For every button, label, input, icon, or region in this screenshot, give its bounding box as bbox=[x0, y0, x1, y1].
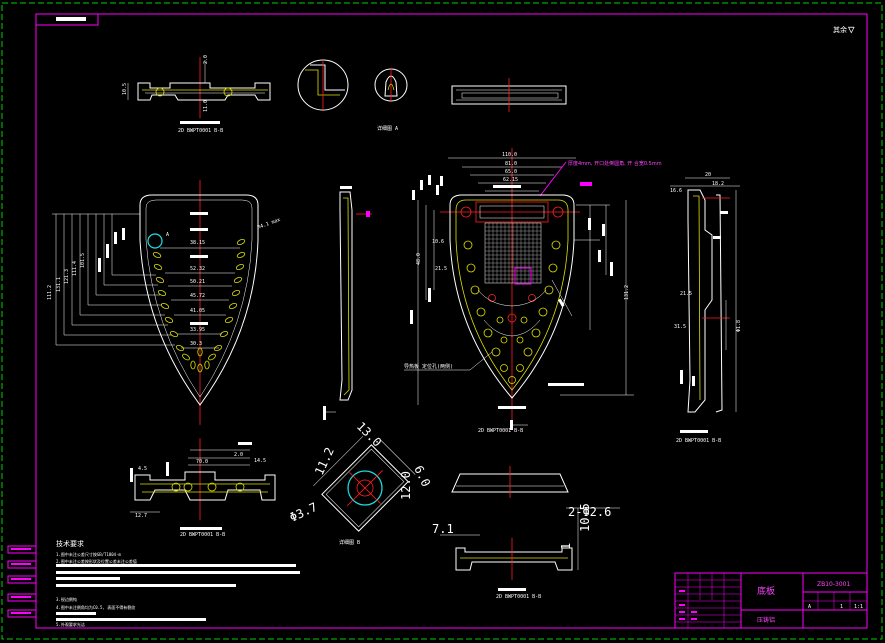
svg-text:3.锐边倒钝: 3.锐边倒钝 bbox=[56, 596, 77, 602]
svg-text:12.0: 12.0 bbox=[399, 471, 413, 500]
detail-circle-1 bbox=[297, 59, 349, 111]
bottom-center-section: 2-Φ2.6 7.1 10.5 1 2D BWPT0001 B-B bbox=[432, 503, 620, 600]
detail-tilted-label: 详细图 B bbox=[339, 539, 360, 546]
bottom-left-section-view: 2.0 70.0 14.5 4.5 12.7 2D BWPT0001 B-B bbox=[130, 438, 276, 538]
svg-text:导热板 定位孔(两侧): 导热板 定位孔(两侧) bbox=[404, 363, 453, 370]
svg-text:50.21: 50.21 bbox=[190, 279, 205, 285]
svg-text:5.外观要求光洁: 5.外观要求光洁 bbox=[56, 621, 85, 627]
svg-text:48.0: 48.0 bbox=[416, 253, 422, 265]
svg-text:11.2: 11.2 bbox=[312, 445, 337, 477]
svg-text:Φ3.7: Φ3.7 bbox=[287, 500, 319, 525]
part-name: 底板 bbox=[757, 585, 775, 597]
title-block: 底板 ZB10-3001 压铸铝 A 1:1 1 bbox=[674, 572, 868, 629]
top-left-section-view: 10.5 2.0 11.0 2D BWPT0001 B-B bbox=[122, 55, 271, 134]
view-a-label: 详细图 A bbox=[377, 125, 398, 132]
svg-text:4.5: 4.5 bbox=[138, 466, 147, 472]
drawing-number: ZB10-3001 bbox=[817, 581, 850, 588]
svg-text:121.3: 121.3 bbox=[64, 269, 70, 284]
svg-text:10.6: 10.6 bbox=[432, 239, 444, 245]
svg-text:1: 1 bbox=[559, 543, 573, 550]
grid-highlight bbox=[514, 267, 532, 285]
svg-text:10.5: 10.5 bbox=[122, 83, 128, 95]
svg-text:110.0: 110.0 bbox=[502, 152, 517, 158]
svg-text:14.5: 14.5 bbox=[254, 458, 266, 464]
svg-text:10.5: 10.5 bbox=[578, 503, 592, 532]
tech-notes-heading: 技术要求 bbox=[56, 539, 84, 548]
steam-holes bbox=[152, 238, 246, 373]
svg-text:52.32: 52.32 bbox=[190, 266, 205, 272]
svg-text:R4.1 max: R4.1 max bbox=[257, 217, 282, 231]
svg-text:16.6: 16.6 bbox=[670, 188, 682, 194]
svg-text:21.5: 21.5 bbox=[435, 266, 447, 272]
side-profile-view-2: 20 16.6 18.2 Φ1.8 21.5 31.5 2D BWPT0001 … bbox=[670, 172, 742, 444]
svg-text:45.72: 45.72 bbox=[190, 293, 205, 299]
svg-text:18.2: 18.2 bbox=[712, 181, 724, 187]
section-center-label: 2D BWPT0001 B-B bbox=[478, 428, 523, 434]
svg-text:13.0: 13.0 bbox=[354, 419, 384, 449]
svg-text:2.0: 2.0 bbox=[234, 452, 243, 458]
section-bottom-left-label: 2D BWPT0001 B-B bbox=[180, 532, 225, 538]
section-top-left-label: 2D BWPT0001 B-B bbox=[178, 128, 223, 134]
svg-text:33.95: 33.95 bbox=[190, 327, 205, 333]
svg-text:111.2: 111.2 bbox=[47, 285, 53, 300]
svg-text:4.图中未注倒角均为C0.5, 表面不得有裂纹: 4.图中未注倒角均为C0.5, 表面不得有裂纹 bbox=[56, 604, 135, 610]
svg-text:厚度4mm, 开口处倒圆角, 开 合宽0.5mm: 厚度4mm, 开口处倒圆角, 开 合宽0.5mm bbox=[568, 160, 662, 167]
svg-text:11.0: 11.0 bbox=[203, 100, 209, 112]
svg-text:1.图中未注公差尺寸按GB/T1804-m: 1.图中未注公差尺寸按GB/T1804-m bbox=[56, 551, 121, 557]
svg-text:Φ1.8: Φ1.8 bbox=[736, 320, 742, 332]
roughness-note: 其余 bbox=[833, 25, 847, 34]
svg-text:1: 1 bbox=[840, 604, 843, 610]
section-bottom-center-label: 2D BWPT0001 B-B bbox=[496, 594, 541, 600]
center-plan-view: 110.0 81.0 65.0 62.15 厚度4mm, 开口处倒圆角, 开 合… bbox=[404, 148, 662, 434]
top-left-tag-box bbox=[35, 13, 99, 26]
material: 压铸铝 bbox=[757, 616, 775, 624]
callout-a-circle bbox=[147, 233, 163, 249]
svg-text:2.0: 2.0 bbox=[203, 55, 209, 64]
svg-text:62.15: 62.15 bbox=[503, 177, 518, 183]
svg-text:2.图中未注公差按形状及位置公差未注公差值: 2.图中未注公差按形状及位置公差未注公差值 bbox=[56, 558, 137, 564]
section-right-label: 2D BWPT0001 B-B bbox=[676, 438, 721, 444]
svg-text:65.0: 65.0 bbox=[505, 169, 517, 175]
svg-text:7.1: 7.1 bbox=[432, 522, 454, 536]
svg-text:A: A bbox=[166, 232, 169, 238]
svg-text:70.0: 70.0 bbox=[196, 459, 208, 465]
left-plan-view: 111.2 131.1 121.3 111.4 101.5 38.15 52.3… bbox=[47, 180, 281, 425]
svg-text:38.15: 38.15 bbox=[190, 240, 205, 246]
bosses bbox=[460, 206, 564, 384]
svg-text:1:1: 1:1 bbox=[854, 604, 863, 610]
svg-text:A: A bbox=[808, 604, 811, 610]
svg-text:131.1: 131.1 bbox=[56, 277, 62, 292]
hatch-grid bbox=[485, 223, 541, 283]
top-plan-view bbox=[451, 78, 567, 112]
side-profile-view-1 bbox=[323, 186, 372, 420]
svg-text:31.5: 31.5 bbox=[674, 324, 686, 330]
svg-text:20: 20 bbox=[705, 172, 711, 178]
tech-notes: 技术要求 1.图中未注公差尺寸按GB/T1804-m 2.图中未注公差按形状及位… bbox=[56, 539, 300, 627]
svg-text:12.7: 12.7 bbox=[135, 513, 147, 519]
drawing-frame bbox=[35, 13, 868, 629]
svg-text:6.0: 6.0 bbox=[411, 463, 433, 489]
svg-text:101.5: 101.5 bbox=[80, 253, 86, 268]
svg-text:41.05: 41.05 bbox=[190, 308, 205, 314]
svg-text:21.5: 21.5 bbox=[680, 291, 692, 297]
side-tabs bbox=[7, 545, 37, 618]
svg-text:111.4: 111.4 bbox=[72, 261, 78, 276]
svg-text:30.3: 30.3 bbox=[190, 341, 202, 347]
detail-circle-2: 详细图 A bbox=[374, 68, 408, 132]
svg-text:81.0: 81.0 bbox=[505, 161, 517, 167]
rotated-detail-view bbox=[313, 436, 416, 532]
svg-text:2-Φ2.6: 2-Φ2.6 bbox=[568, 505, 611, 519]
top-left-tag-bar bbox=[56, 17, 86, 21]
svg-text:131.2: 131.2 bbox=[624, 285, 630, 300]
roughness-symbol-icon: ▽ bbox=[848, 23, 855, 36]
bottom-side-view bbox=[451, 466, 569, 498]
